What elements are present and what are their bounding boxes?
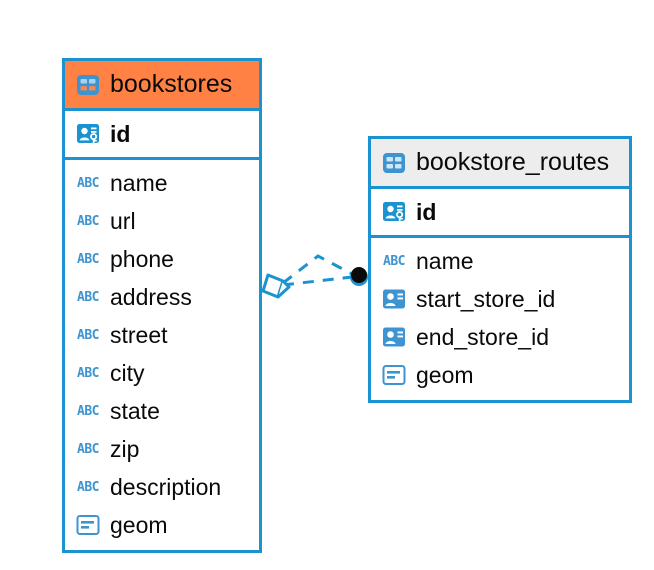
field-row-phone[interactable]: ABC phone [65,240,259,278]
primary-key-icon [75,121,101,147]
entity-bookstore-routes[interactable]: bookstore_routes id [368,136,632,403]
field-list-bookstores: ABC name ABC url ABC phone ABC address A… [65,160,259,550]
foreign-key-icon [381,324,407,350]
table-icon [381,150,407,176]
geometry-type-icon [381,362,407,388]
primary-key-section: id [371,186,629,238]
text-type-icon: ABC [77,441,99,457]
field-row-description[interactable]: ABC description [65,468,259,506]
field-name: name [110,169,168,196]
field-row-geom[interactable]: geom [65,506,259,544]
field-row-zip[interactable]: ABC zip [65,430,259,468]
field-row-end-store-id[interactable]: end_store_id [371,318,629,356]
field-name: address [110,283,192,310]
field-name: city [110,359,145,386]
field-name: url [110,207,136,234]
field-name: state [110,397,160,424]
relationship-line-lower [282,275,353,287]
primary-key-section: id [65,108,259,160]
field-row-street[interactable]: ABC street [65,316,259,354]
field-name: id [416,198,437,225]
geometry-type-icon [75,512,101,538]
field-row-geom[interactable]: geom [371,356,629,394]
field-name: geom [110,511,168,538]
relationship-line-upper [282,254,355,285]
text-type-icon: ABC [77,175,99,191]
text-type-icon: ABC [77,403,99,419]
text-type-icon: ABC [383,253,405,269]
field-name: start_store_id [416,285,556,312]
entity-title: bookstore_routes [416,148,610,176]
foreign-key-icon [381,286,407,312]
field-name: id [110,120,131,147]
field-row-name[interactable]: ABC name [65,164,259,202]
field-name: street [110,321,168,348]
field-row-id[interactable]: id [371,189,629,235]
field-row-address[interactable]: ABC address [65,278,259,316]
field-row-city[interactable]: ABC city [65,354,259,392]
entity-header-bookstores[interactable]: bookstores [65,61,259,108]
field-name: geom [416,361,474,388]
text-type-icon: ABC [77,479,99,495]
table-icon [75,72,101,98]
entity-header-bookstore-routes[interactable]: bookstore_routes [371,139,629,186]
text-type-icon: ABC [77,213,99,229]
text-type-icon: ABC [77,327,99,343]
entity-bookstores[interactable]: bookstores id [62,58,262,553]
field-row-id[interactable]: id [65,111,259,157]
field-name: end_store_id [416,323,549,350]
diamond-endpoint [261,273,291,299]
field-row-start-store-id[interactable]: start_store_id [371,280,629,318]
field-row-name[interactable]: ABC name [371,242,629,280]
field-name: phone [110,245,174,272]
entity-title: bookstores [110,70,233,98]
primary-key-icon [381,199,407,225]
filled-circle-endpoint [350,267,368,286]
text-type-icon: ABC [77,365,99,381]
field-row-state[interactable]: ABC state [65,392,259,430]
text-type-icon: ABC [77,251,99,267]
field-name: zip [110,435,140,462]
field-row-url[interactable]: ABC url [65,202,259,240]
field-name: description [110,473,222,500]
field-name: name [416,247,474,274]
text-type-icon: ABC [77,289,99,305]
field-list-bookstore-routes: ABC name start_store_id [371,238,629,400]
